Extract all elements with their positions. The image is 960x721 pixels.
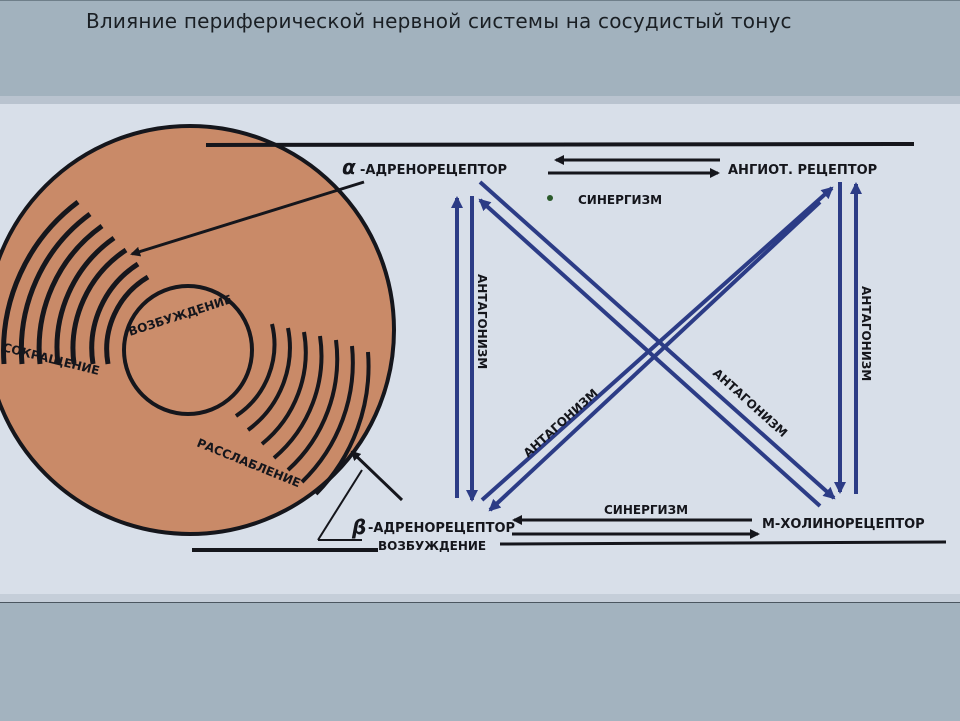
speck (547, 195, 553, 201)
beta-excitation-arrow (350, 450, 404, 502)
relaxation-fibers (234, 323, 371, 496)
vessel-cross-section: ВОЗБУЖДЕНИЕ СОКРАЩЕНИЕ РАССЛАБЛЕНИЕ (0, 124, 396, 536)
antagonism-right-label: АНТАГОНИЗМ (859, 286, 873, 381)
contraction-fibers (1, 200, 150, 365)
beta-symbol: β (351, 515, 366, 539)
page-title: Влияние периферической нервной системы н… (86, 9, 792, 33)
antagonism-diagonal-alpha-m (478, 180, 836, 508)
title-band: Влияние периферической нервной системы н… (0, 0, 960, 97)
bottom-band (0, 602, 960, 721)
m-cholinoreceptor-label: М-ХОЛИНОРЕЦЕПТОР (762, 517, 925, 532)
beta-receptor-label: -АДРЕНОРЕЦЕПТОР (368, 521, 515, 536)
vascular-tone-diagram: ВОЗБУЖДЕНИЕ СОКРАЩЕНИЕ РАССЛАБЛЕНИЕ α -А… (0, 96, 960, 602)
alpha-symbol: α (342, 155, 356, 179)
synergism-bottom-label: СИНЕРГИЗМ (604, 503, 688, 517)
alpha-receptor-label: -АДРЕНОРЕЦЕПТОР (360, 163, 507, 178)
diagram-photo: ВОЗБУЖДЕНИЕ СОКРАЩЕНИЕ РАССЛАБЛЕНИЕ α -А… (0, 96, 960, 602)
antagonism-right-arrows (834, 182, 862, 494)
excitation-bottom-label: ВОЗБУЖДЕНИЕ (378, 539, 486, 553)
antagonism-diagonal-angiot-beta (480, 186, 834, 512)
antagonism-left-label: АНТАГОНИЗМ (475, 274, 489, 369)
antagonism-left-arrows (451, 196, 478, 502)
angiotensin-receptor-label: АНГИОТ. РЕЦЕПТОР (728, 163, 877, 178)
synergism-top-label: СИНЕРГИЗМ (578, 193, 662, 207)
top-line (205, 142, 915, 147)
bottom-line-right (499, 540, 947, 546)
vessel-lumen (122, 284, 254, 416)
alpha-excitation-arrow (130, 180, 365, 257)
